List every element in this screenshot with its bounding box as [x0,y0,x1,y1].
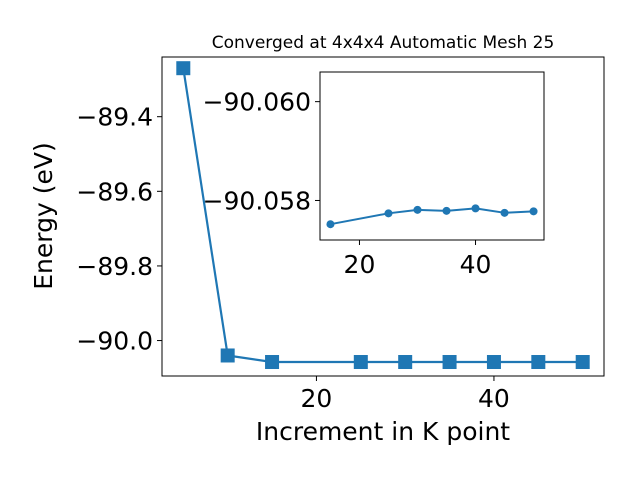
main-data-point [353,355,368,370]
main-y-tick-label: −89.8 [76,252,153,281]
chart-title: Converged at 4x4x4 Automatic Mesh 25 [212,33,555,53]
inset-data-point [471,204,480,213]
inset-y-tick-label: −90.060 [203,88,311,117]
main-y-tick-label: −90.0 [76,327,153,356]
main-data-point [575,355,590,370]
inset-data-point [500,208,509,217]
inset-data-point [413,205,422,214]
inset-data-point [384,209,393,218]
inset-axes-frame [319,71,545,241]
main-data-point [265,355,280,370]
inset-data-point [442,206,451,215]
y-axis-label: Energy (eV) [29,142,58,289]
main-data-point [398,355,413,370]
inset-data-point [529,207,538,216]
main-x-tick-label: 40 [478,384,510,413]
inset-y-tick-label: −90.058 [203,186,311,215]
main-data-point [442,355,457,370]
main-data-point [220,348,235,363]
inset-data-point [326,220,335,229]
inset-x-tick-label: 20 [344,250,376,279]
main-data-point [176,61,191,76]
main-data-point [531,355,546,370]
main-x-tick-label: 20 [301,384,333,413]
x-axis-label: Increment in K point [256,417,510,446]
main-data-point [486,355,501,370]
main-y-tick-label: −89.6 [76,177,153,206]
main-y-tick-label: −89.4 [76,103,153,132]
inset-x-tick-label: 40 [460,250,492,279]
inset-plot: 20 40 −90.060 −90.058 [203,71,545,279]
